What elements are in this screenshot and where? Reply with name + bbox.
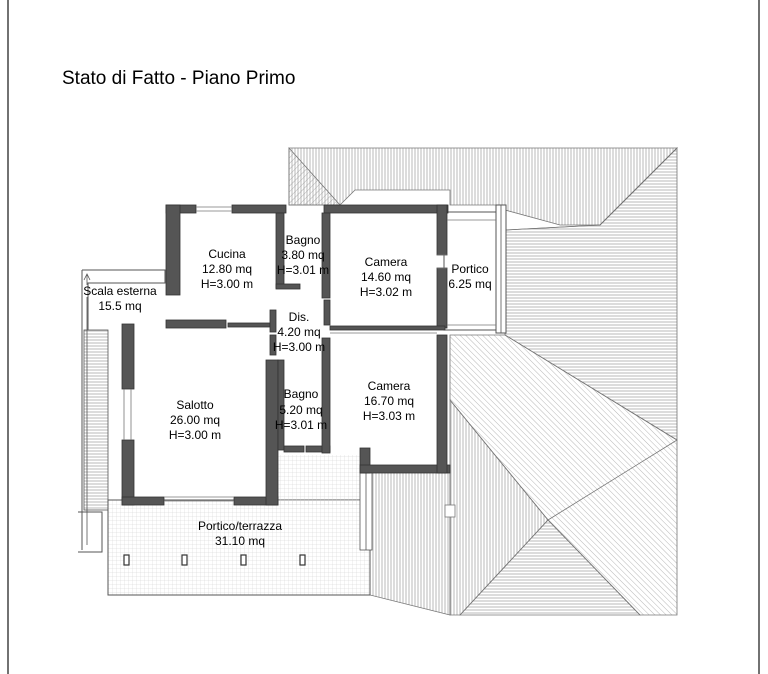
external-stair [78, 269, 166, 553]
walls [121, 204, 451, 506]
bagno1-area: 3.80 mq [281, 248, 324, 262]
bagno2-name: Bagno [284, 387, 319, 401]
room-camera-2: Camera 16.70 mq H=3.03 m [363, 379, 415, 423]
bagno2-height: H=3.01 m [275, 418, 327, 432]
terrazza-area: 31.10 mq [215, 534, 265, 548]
portico-area: 6.25 mq [448, 277, 491, 291]
terrazza-name: Portico/terrazza [198, 519, 282, 533]
scala-area: 15.5 mq [98, 299, 141, 313]
camera2-area: 16.70 mq [364, 394, 414, 408]
salotto-name: Salotto [176, 398, 214, 412]
room-portico: Portico 6.25 mq [448, 262, 491, 291]
openings [123, 206, 496, 502]
portico-floor [443, 204, 507, 334]
scala-name: Scala esterna [83, 284, 157, 298]
room-scala-esterna: Scala esterna 15.5 mq [83, 284, 157, 313]
bagno2-area: 5.20 mq [279, 403, 322, 417]
dis-area: 4.20 mq [277, 325, 320, 339]
terrace-posts [123, 554, 306, 566]
cucina-area: 12.80 mq [202, 262, 252, 276]
room-cucina: Cucina 12.80 mq H=3.00 m [201, 247, 253, 291]
room-portico-terrazza: Portico/terrazza 31.10 mq [198, 519, 282, 548]
dis-height: H=3.00 m [273, 340, 325, 354]
room-bagno-2: Bagno 5.20 mq H=3.01 m [275, 387, 327, 432]
drawing-title: Stato di Fatto - Piano Primo [62, 68, 296, 89]
salotto-area: 26.00 mq [170, 413, 220, 427]
bagno1-name: Bagno [286, 233, 321, 247]
camera2-name: Camera [368, 379, 411, 393]
camera1-name: Camera [365, 255, 408, 269]
camera2-height: H=3.03 m [363, 409, 415, 423]
cucina-name: Cucina [208, 247, 246, 261]
room-salotto: Salotto 26.00 mq H=3.00 m [169, 398, 221, 442]
salotto-height: H=3.00 m [169, 428, 221, 442]
portico-name: Portico [451, 262, 489, 276]
dis-name: Dis. [289, 310, 310, 324]
camera1-height: H=3.02 m [360, 285, 412, 299]
room-camera-1: Camera 14.60 mq H=3.02 m [360, 255, 412, 299]
room-bagno-1: Bagno 3.80 mq H=3.01 m [277, 233, 329, 277]
room-disimpegno: Dis. 4.20 mq H=3.00 m [273, 310, 325, 354]
camera1-area: 14.60 mq [361, 270, 411, 284]
bagno1-height: H=3.01 m [277, 263, 329, 277]
cucina-height: H=3.00 m [201, 277, 253, 291]
